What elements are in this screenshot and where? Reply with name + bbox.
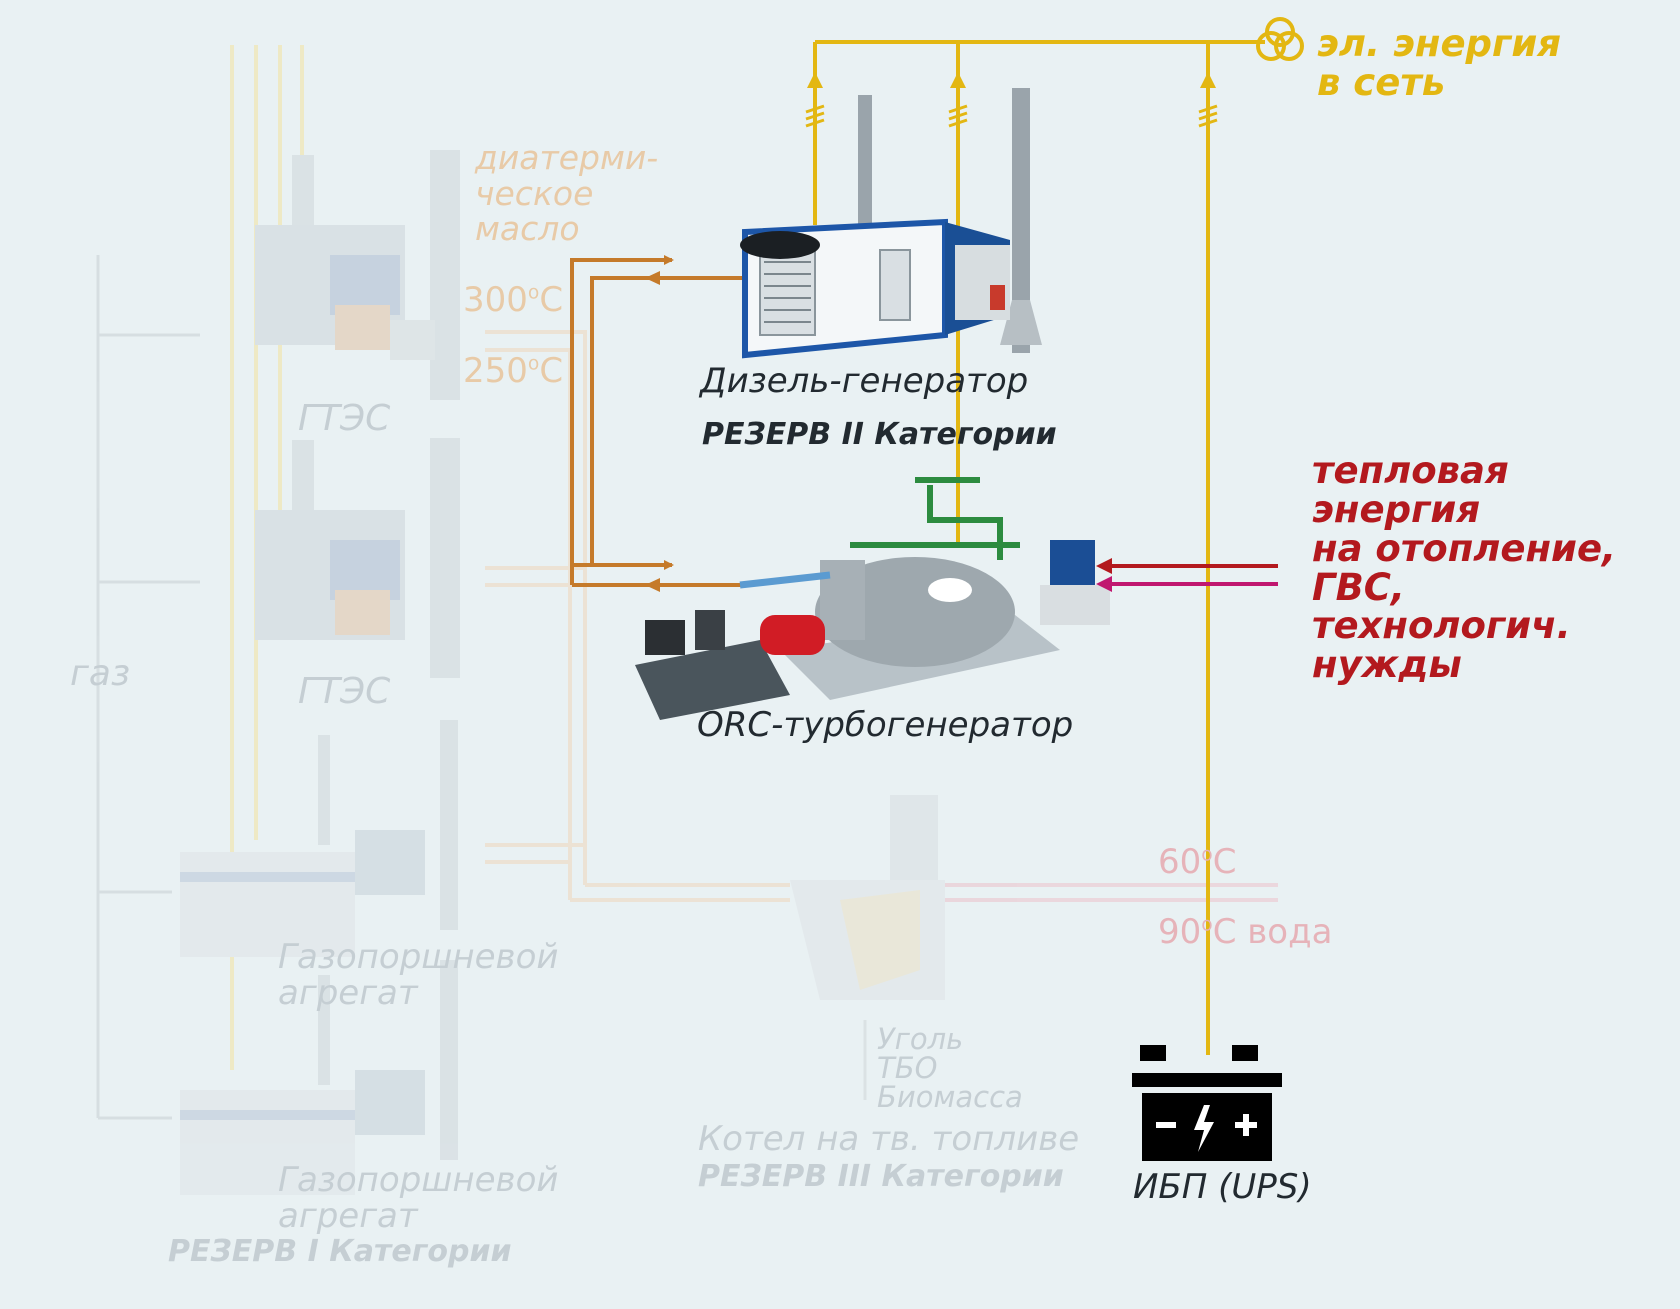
faded-oil-lines bbox=[485, 330, 790, 902]
thermal-energy-label: тепловая энергия на отопление, ГВС, техн… bbox=[1312, 449, 1617, 687]
diathermic-oil-label: диатерми- ческое масло bbox=[475, 140, 658, 247]
gpa-1-line-2: агрегат bbox=[278, 972, 418, 1013]
oil-line-1: диатерми- bbox=[475, 138, 659, 177]
thermal-line-6: нужды bbox=[1312, 643, 1462, 687]
faded-background-equipment bbox=[96, 45, 1278, 1195]
gtes-unit-1 bbox=[255, 150, 460, 400]
temp-250-value: 250 bbox=[463, 351, 528, 391]
oil-line-2: ческое bbox=[475, 173, 594, 213]
gpa-unit-1 bbox=[180, 720, 458, 957]
celsius-sign: C bbox=[539, 280, 564, 320]
solid-fuel-boiler-label: Котел на тв. топливе bbox=[698, 1119, 1080, 1159]
boiler-reserve-label: РЕЗЕРВ III Категории bbox=[698, 1159, 1064, 1194]
gpa-2-label: Газопоршневой агрегат bbox=[278, 1160, 559, 1236]
gtes-2-label: ГТЭС bbox=[298, 671, 391, 712]
celsius-sign: C bbox=[539, 351, 564, 391]
degree-sign: o bbox=[1201, 844, 1213, 866]
thermal-oil-loop bbox=[570, 255, 752, 592]
orc-turbogenerator-label: ORC-турбогенератор bbox=[697, 705, 1074, 745]
water-label: вода bbox=[1236, 912, 1333, 952]
temp-60-label: 60oC bbox=[1158, 842, 1237, 882]
thermal-line-2: энергия bbox=[1312, 487, 1481, 531]
fuel-msw: ТБО bbox=[877, 1051, 938, 1085]
orc-turbogenerator-icon bbox=[635, 477, 1110, 720]
thermal-line-4: ГВС, bbox=[1312, 565, 1405, 609]
temp-250-label: 250oC bbox=[463, 351, 564, 391]
gas-pipeline bbox=[96, 255, 200, 1120]
degree-sign: o bbox=[1201, 914, 1213, 936]
heat-arrows bbox=[1096, 558, 1112, 592]
diesel-generator-label: Дизель-генератор bbox=[700, 361, 1029, 401]
gtes-unit-2 bbox=[255, 438, 460, 678]
fuel-types-label: Уголь ТБО Биомасса bbox=[877, 1025, 1023, 1112]
fuel-coal: Уголь bbox=[877, 1022, 964, 1056]
oil-line-3: масло bbox=[475, 209, 580, 249]
degree-sign: o bbox=[527, 353, 540, 375]
celsius-sign: C bbox=[1212, 912, 1237, 952]
celsius-sign: C bbox=[1212, 842, 1237, 882]
grid-export-line-2: в сеть bbox=[1317, 60, 1446, 104]
faded-water-lines bbox=[945, 883, 1278, 902]
diesel-reserve-label: РЕЗЕРВ II Категории bbox=[702, 417, 1057, 452]
temp-90-value: 90 bbox=[1158, 912, 1202, 952]
gpa-1-label: Газопоршневой агрегат bbox=[278, 937, 559, 1013]
grid-connection-icon bbox=[1256, 17, 1304, 61]
thermal-line-1: тепловая bbox=[1312, 449, 1509, 492]
gas-label: газ bbox=[70, 653, 131, 694]
diesel-generator-icon bbox=[740, 88, 1042, 359]
grid-export-line-1: эл. энергия bbox=[1317, 22, 1562, 65]
temp-90-label: 90oC вода bbox=[1158, 912, 1333, 952]
three-phase-ticks bbox=[805, 104, 1218, 128]
fuel-biomass: Биомасса bbox=[877, 1080, 1023, 1114]
gpa-1-line-1: Газопоршневой bbox=[278, 937, 559, 977]
degree-sign: o bbox=[527, 282, 540, 304]
electric-arrows bbox=[807, 72, 1216, 88]
gpa-2-line-1: Газопоршневой bbox=[278, 1160, 559, 1200]
thermal-line-3: на отопление, bbox=[1312, 526, 1617, 570]
thermal-line-5: технологич. bbox=[1312, 604, 1571, 648]
temp-300-value: 300 bbox=[463, 280, 528, 320]
reserve-1-label: РЕЗЕРВ I Категории bbox=[168, 1234, 512, 1269]
heat-supply-lines bbox=[1110, 564, 1278, 586]
battery-ups-icon bbox=[1132, 1045, 1282, 1161]
grid-export-label: эл. энергия в сеть bbox=[1317, 22, 1562, 104]
ups-label: ИБП (UPS) bbox=[1133, 1167, 1312, 1207]
gpa-unit-2 bbox=[180, 960, 458, 1195]
temp-300-label: 300oC bbox=[463, 280, 564, 320]
solid-fuel-boiler bbox=[790, 795, 945, 1100]
gpa-2-line-2: агрегат bbox=[278, 1195, 418, 1236]
gtes-1-label: ГТЭС bbox=[298, 398, 391, 439]
temp-60-value: 60 bbox=[1158, 842, 1202, 882]
